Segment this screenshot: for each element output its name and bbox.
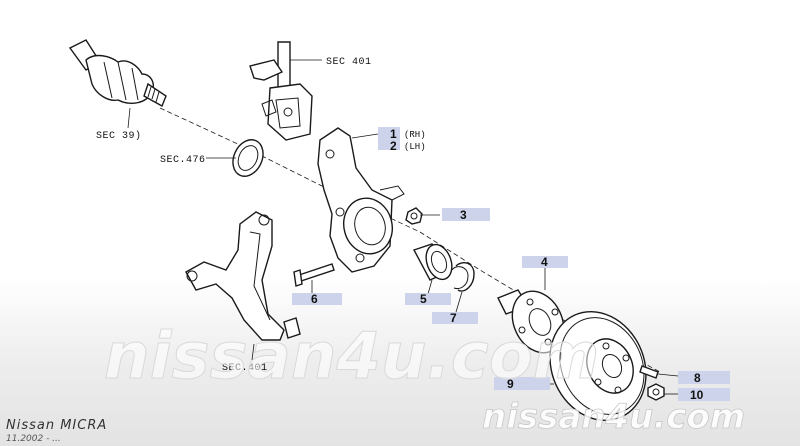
leader-part-5 <box>427 279 433 295</box>
part-number-2: 2 <box>390 139 397 153</box>
callout-box-5 <box>405 293 451 305</box>
brake-disc <box>549 310 647 422</box>
part-number-10: 10 <box>690 388 704 402</box>
callout-box-9 <box>494 377 550 390</box>
watermark-center: nissan4u.com <box>104 320 599 394</box>
part-number-3: 3 <box>460 208 467 222</box>
leader-part-8 <box>657 373 679 377</box>
snap-ring <box>451 262 475 292</box>
part-side-rh: (RH) <box>404 130 426 140</box>
nut-part-3 <box>405 207 423 225</box>
callout-box-7 <box>432 312 478 324</box>
part-number-5: 5 <box>420 292 427 306</box>
callout-box-3 <box>442 208 490 221</box>
strut-bracket <box>249 41 313 141</box>
footer-brand: Nissan MICRA <box>6 418 107 433</box>
hub-bolt-part-8 <box>639 365 659 379</box>
label-sec401-bottom: SEC.401 <box>222 363 268 374</box>
watermark-corner: nissan4u.com <box>482 397 745 437</box>
part-number-6: 6 <box>311 292 318 306</box>
drive-shaft <box>68 39 167 107</box>
leader-sec39 <box>127 107 131 129</box>
part-side-lh: (LH) <box>404 142 426 152</box>
label-sec476: SEC.476 <box>160 155 206 166</box>
part-number-7: 7 <box>450 311 457 325</box>
leader-part-7 <box>455 291 463 313</box>
leader-part-1 <box>351 133 379 139</box>
callout-box-1 <box>378 127 400 150</box>
bolt-part-6 <box>293 263 335 287</box>
label-sec401-top: SEC 401 <box>326 57 372 68</box>
dust-seal <box>232 139 264 177</box>
part-number-1: 1 <box>390 127 397 141</box>
wheel-bearing <box>412 243 453 281</box>
callout-box-4 <box>522 256 568 268</box>
callout-box-8 <box>678 371 730 384</box>
label-sec39: SEC 39) <box>96 130 142 142</box>
part-number-8: 8 <box>694 371 701 385</box>
callout-box-10 <box>678 388 730 401</box>
wheel-nut-part-10 <box>647 383 665 401</box>
footer-date: 11.2002 - ... <box>6 434 61 444</box>
steering-knuckle <box>317 127 405 273</box>
wheel-hub <box>497 289 565 354</box>
leader-sec401-bottom <box>251 343 255 361</box>
lower-control-arm <box>185 211 301 341</box>
part-number-4: 4 <box>541 255 548 269</box>
part-number-9: 9 <box>507 377 514 391</box>
callout-box-6 <box>292 293 342 305</box>
